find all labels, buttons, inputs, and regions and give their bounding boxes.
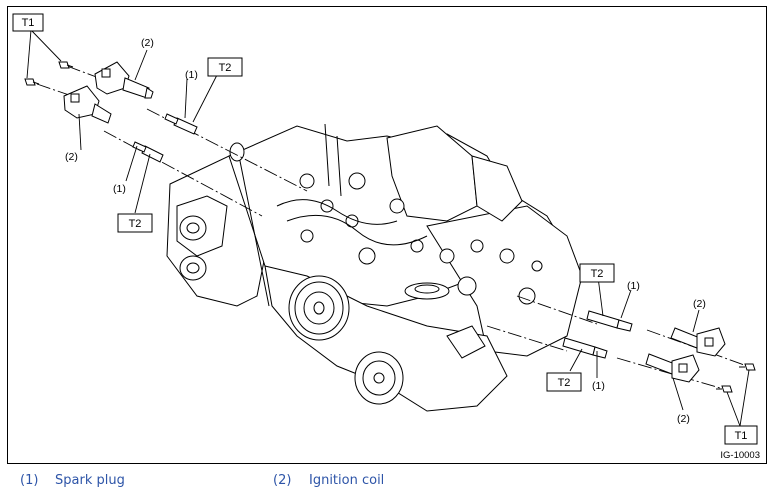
callout-leaders — [26, 29, 750, 427]
spark-plug-right-upper — [586, 310, 633, 332]
svg-text:T1: T1 — [22, 17, 35, 29]
label-2-right-lower: (2) — [677, 413, 690, 425]
legend: (1) Spark plug (2) Ignition coil — [0, 470, 773, 494]
callout-t2-right-lower: T2 — [546, 372, 582, 392]
svg-text:T2: T2 — [219, 62, 232, 74]
spark-plug-right-lower — [562, 337, 608, 359]
callout-t1-bottom-right: T1 — [724, 425, 758, 445]
label-1-right-upper: (1) — [627, 280, 640, 292]
legend-label-spark-plug: Spark plug — [55, 473, 125, 488]
svg-text:T2: T2 — [558, 377, 571, 389]
svg-text:T1: T1 — [735, 430, 748, 442]
label-1-top: (1) — [185, 69, 198, 81]
bolts-upper-left — [24, 61, 74, 86]
svg-text:T2: T2 — [129, 218, 142, 230]
ignition-coil-lower-left — [63, 85, 112, 124]
spark-plug-upper — [164, 113, 198, 135]
legend-label-ignition-coil: Ignition coil — [309, 473, 385, 488]
label-2-left: (2) — [65, 151, 78, 163]
callout-t2-right-upper: T2 — [579, 263, 615, 283]
callout-t2-top: T2 — [207, 57, 243, 77]
svg-text:T2: T2 — [591, 268, 604, 280]
ignition-coil-right-upper — [670, 327, 726, 357]
label-2-right-upper: (2) — [693, 298, 706, 310]
callout-t1-top-left: T1 — [12, 13, 44, 32]
callout-t2-left: T2 — [117, 213, 153, 233]
pump-pulley — [354, 351, 404, 405]
label-1-right-lower: (1) — [592, 380, 605, 392]
bolts-right — [716, 363, 756, 393]
spark-plug-lower — [132, 141, 164, 163]
installed-coils — [179, 215, 486, 359]
crank-pulley — [288, 275, 350, 341]
legend-number-2: (2) — [273, 473, 292, 488]
ignition-coil-upper-left — [94, 61, 154, 99]
label-2-top: (2) — [141, 37, 154, 49]
engine-ignition-diagram: T1 T2 T2 T2 T2 T1 (2) (1) (2) (1) (1) (2… — [7, 6, 767, 464]
legend-number-1: (1) — [20, 473, 39, 488]
ignition-coil-right-lower — [645, 353, 700, 383]
figure-id-code: IG-10003 — [720, 450, 760, 461]
label-1-left: (1) — [113, 183, 126, 195]
